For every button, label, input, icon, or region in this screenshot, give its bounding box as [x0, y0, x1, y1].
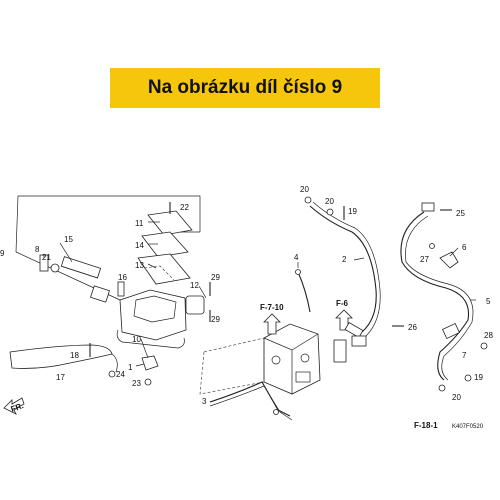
callout-13: 13 — [135, 261, 144, 270]
callout-24: 24 — [116, 370, 125, 379]
leader-6 — [449, 247, 459, 257]
cap-11 — [147, 210, 193, 236]
callout-11: 11 — [135, 219, 144, 228]
hose-3-edge — [209, 385, 293, 421]
leader-10 — [140, 338, 149, 359]
callout-5: 5 — [486, 297, 491, 306]
callout-23: 23 — [132, 379, 141, 388]
callout-28: 28 — [484, 331, 493, 340]
direction-label: FR. — [10, 401, 25, 414]
hose-5-top — [421, 202, 435, 212]
clamp-6 — [439, 251, 459, 269]
callout-20c: 20 — [452, 393, 461, 402]
ref-f6: F-6 — [336, 299, 349, 308]
washer-20a — [304, 196, 312, 204]
piston-15 — [60, 256, 102, 279]
pivot-16 — [117, 281, 125, 297]
leader-1 — [135, 363, 145, 367]
callout-27: 27 — [420, 255, 429, 264]
callout-8: 8 — [35, 245, 40, 254]
callout-3: 3 — [202, 397, 207, 406]
title-banner: Na obrázku díl číslo 9 — [110, 68, 380, 108]
callout-17: 17 — [56, 373, 65, 382]
nut-24 — [108, 370, 116, 378]
callout-19b: 19 — [474, 373, 483, 382]
callout-14: 14 — [135, 241, 144, 250]
callout-20b: 20 — [325, 197, 334, 206]
hose-2-edge — [312, 201, 381, 337]
leader-2 — [353, 257, 365, 261]
diagram-code: K407F0520 — [452, 424, 484, 430]
callout-18: 18 — [70, 351, 79, 360]
callout-2: 2 — [342, 255, 347, 264]
callout-29b: 29 — [211, 315, 220, 324]
callout-12: 12 — [190, 281, 199, 290]
reservoir-opening — [133, 295, 177, 323]
lever-pivot — [111, 353, 118, 373]
callout-22: 22 — [180, 203, 189, 212]
clamp-12 — [185, 295, 205, 315]
callout-4: 4 — [294, 253, 299, 262]
abs-port-b — [300, 353, 310, 363]
body-lower — [116, 329, 185, 349]
group-outline — [15, 195, 201, 253]
callout-15: 15 — [64, 235, 73, 244]
ring-21 — [50, 263, 60, 273]
callout-20a: 20 — [300, 185, 309, 194]
bracket-f6 — [333, 339, 347, 363]
master-cylinder-body — [119, 289, 187, 341]
hose-2-fitting — [344, 321, 364, 339]
abs-hatch — [199, 337, 265, 395]
callout-7: 7 — [462, 351, 467, 360]
hose-5 — [400, 211, 470, 381]
leader-15 — [59, 242, 73, 263]
ref-f181: F-18-1 — [414, 421, 438, 430]
bolt-28 — [480, 342, 488, 350]
abs-port-a — [271, 355, 281, 365]
fr-arrow-icon — [3, 397, 25, 415]
callout-29a: 29 — [211, 273, 220, 282]
hose-5-edge — [405, 215, 474, 381]
brake-lever-17 — [9, 344, 113, 369]
callout-26: 26 — [408, 323, 417, 332]
callout-19a: 19 — [348, 207, 357, 216]
ref-f710: F-7-10 — [260, 303, 284, 312]
callout-1: 1 — [128, 363, 133, 372]
pipe-4 — [297, 271, 311, 313]
bolt-19b — [464, 374, 472, 382]
nut-27 — [429, 243, 435, 249]
callout-9: 9 — [0, 249, 5, 258]
fitting-block — [351, 335, 367, 347]
arrow-f710 — [263, 313, 281, 335]
abs-connector — [295, 371, 311, 383]
clamp-7 — [442, 322, 460, 340]
callout-6: 6 — [462, 243, 467, 252]
callout-16: 16 — [118, 273, 127, 282]
hose-3 — [209, 381, 291, 417]
switch-10 — [141, 355, 159, 371]
spring — [90, 285, 110, 303]
leader-3 — [209, 399, 217, 403]
screw-23 — [144, 378, 152, 386]
leader-12 — [198, 285, 207, 299]
washer-20c — [438, 384, 446, 392]
diaphragm-ribs — [143, 265, 175, 281]
leader-13 — [147, 263, 157, 269]
pipe-4-end — [295, 269, 301, 275]
callout-25: 25 — [456, 209, 465, 218]
hose-3-clip — [273, 409, 279, 415]
callout-21: 21 — [42, 253, 51, 262]
washer-20b — [326, 208, 334, 216]
banner-text: Na obrázku díl číslo 9 — [147, 77, 343, 98]
hose-2 — [309, 205, 377, 333]
diaphragm-13 — [137, 253, 191, 285]
plate-14 — [141, 231, 189, 258]
callout-10: 10 — [132, 335, 141, 344]
